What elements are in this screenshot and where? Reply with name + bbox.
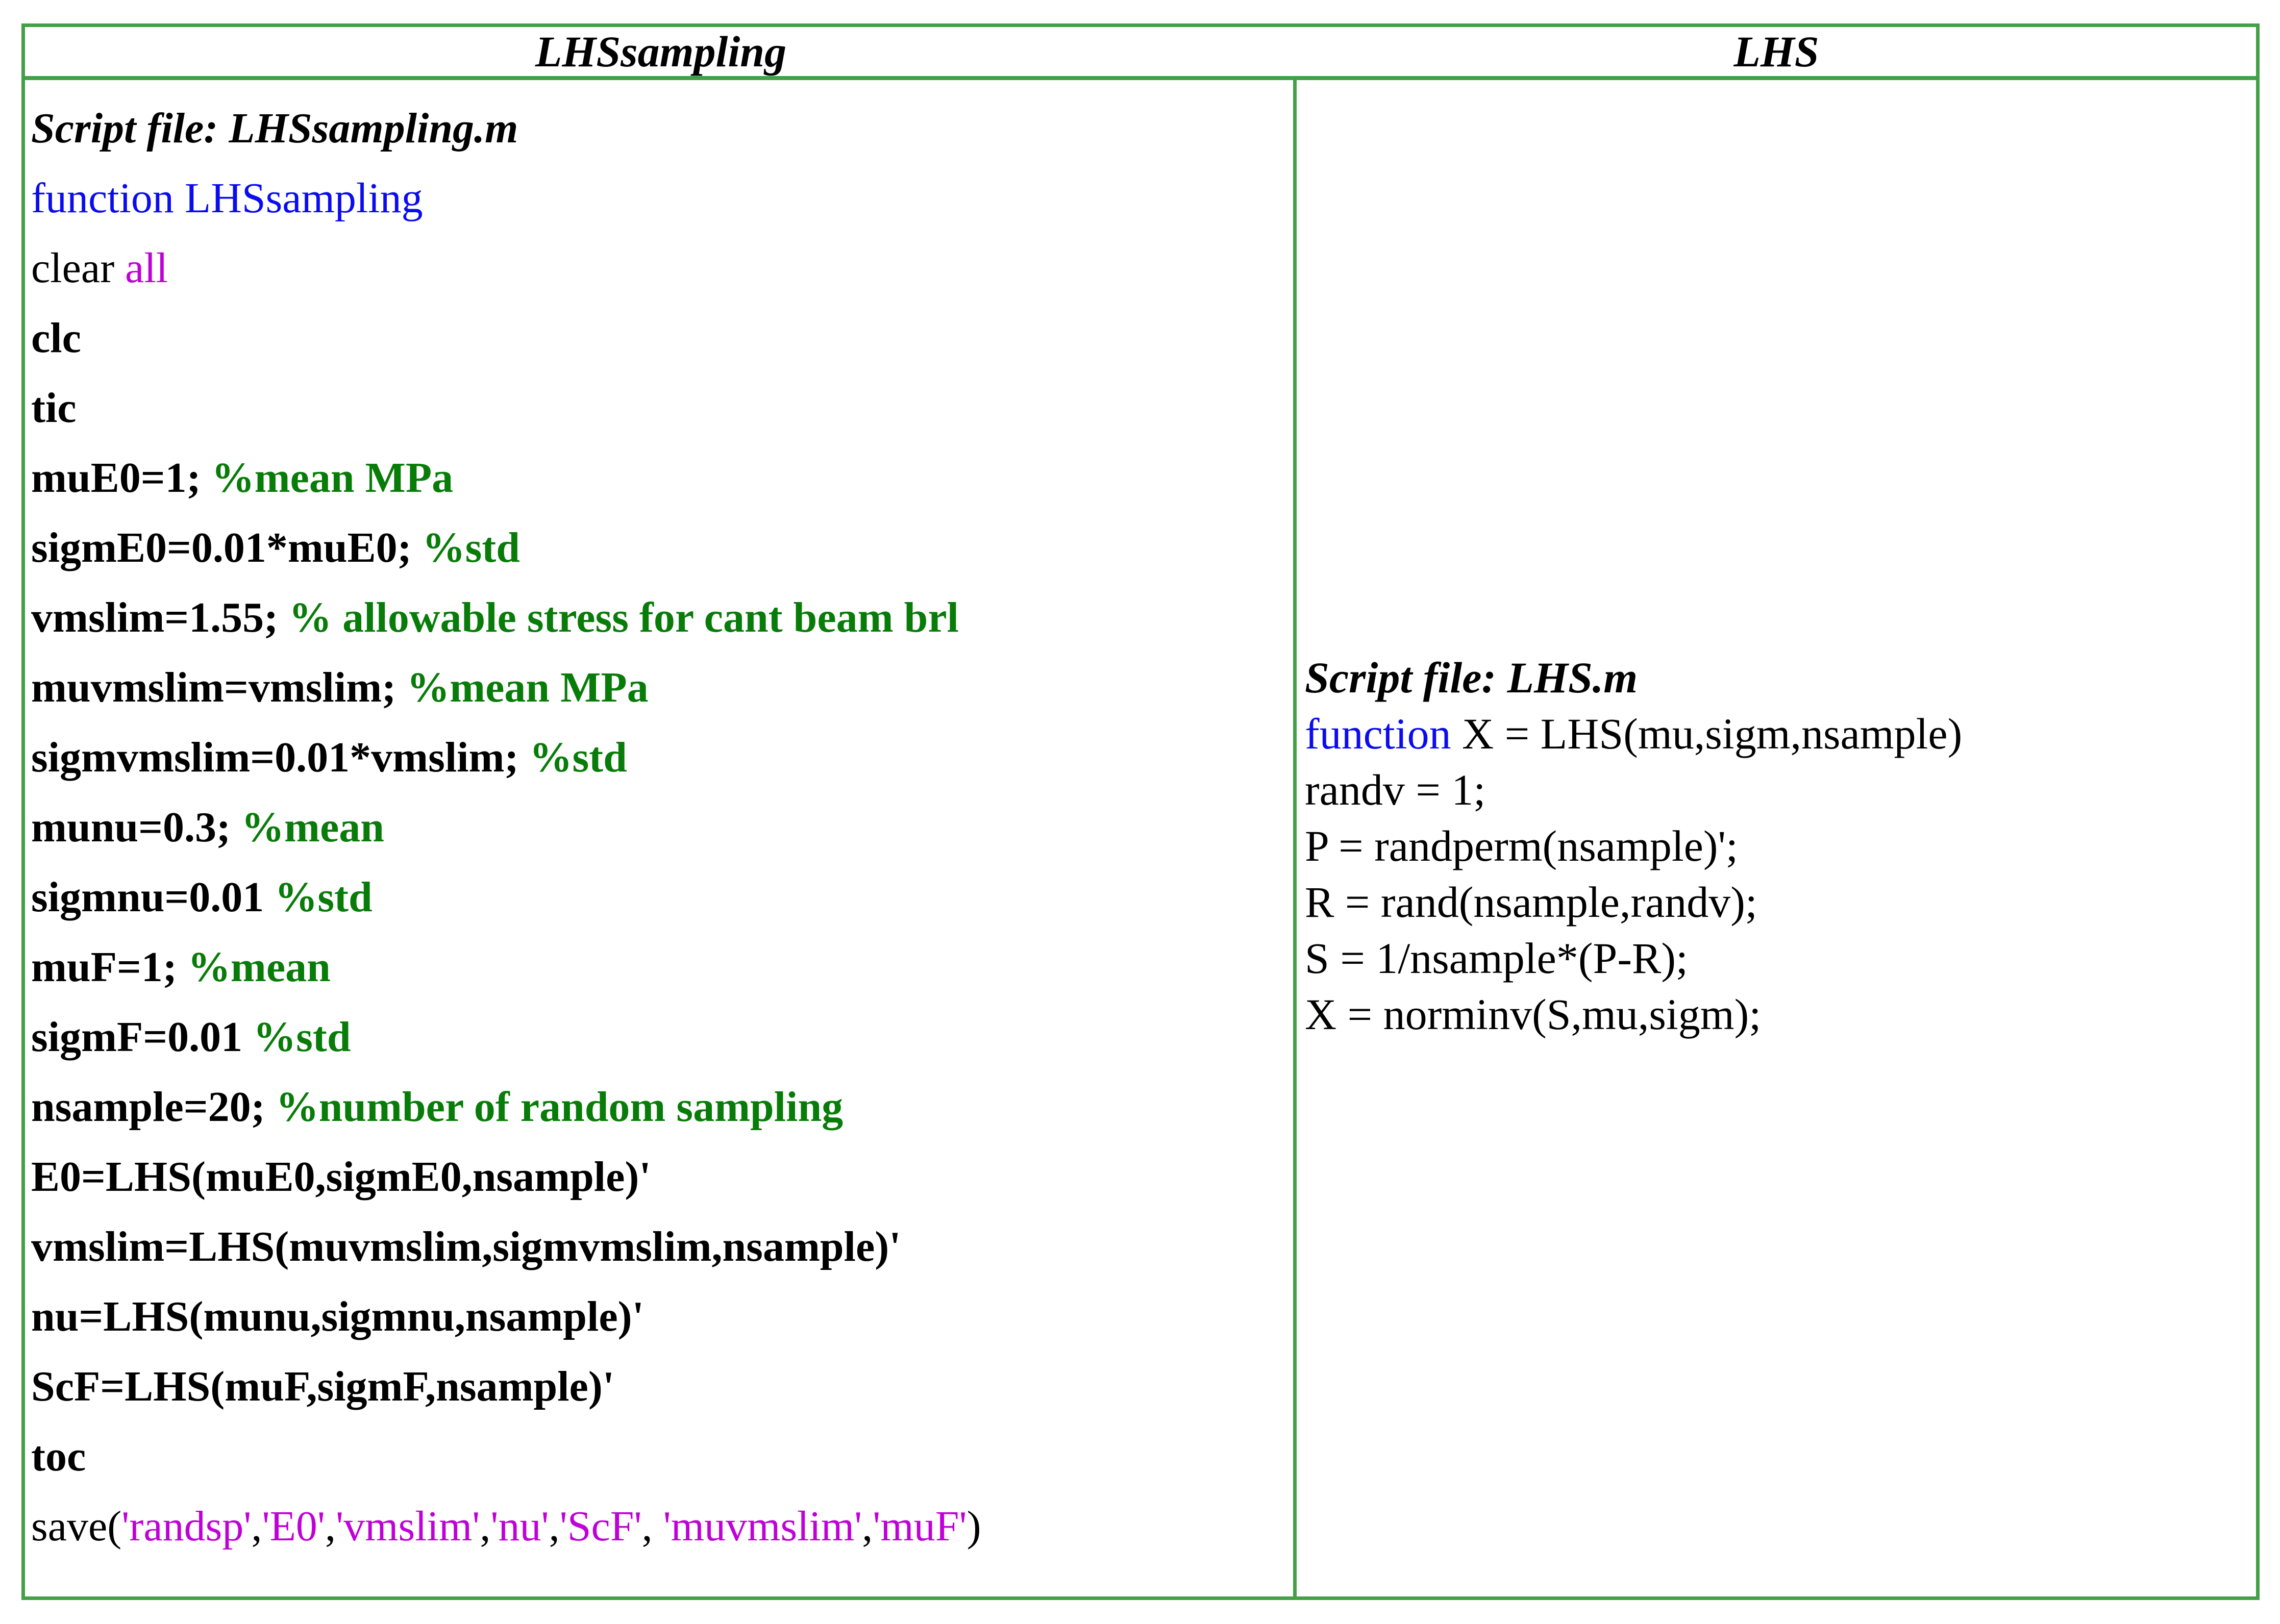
code-segment: tic (31, 384, 77, 432)
code-segment: , (862, 1503, 873, 1550)
code-segment: 'ScF' (559, 1503, 642, 1550)
code-line: ScF=LHS(muF,sigmF,nsample)' (31, 1352, 1293, 1421)
code-segment: 'vmslim' (336, 1503, 480, 1550)
code-line: sigmF=0.01 %std (31, 1002, 1293, 1072)
code-segment: E0=LHS(muE0,sigmE0,nsample)' (31, 1153, 651, 1201)
table-header-cell-lhs: LHS (1297, 27, 2256, 76)
code-segment: %std (253, 1013, 351, 1061)
code-comparison-table: LHSsampling LHS Script file: LHSsampling… (21, 23, 2260, 1600)
header-label-lhs: LHS (1733, 27, 1819, 76)
code-segment: function (1305, 709, 1463, 758)
code-line: save('randsp','E0','vmslim','nu','ScF', … (31, 1491, 1293, 1561)
code-segment: ) (966, 1503, 981, 1550)
code-segment: muvmslim=vmslim; (31, 664, 407, 711)
code-segment: sigmvmslim=0.01*vmslim; (31, 734, 530, 781)
code-segment: , (251, 1503, 262, 1550)
code-segment: clc (31, 314, 81, 362)
code-line: nsample=20; %number of random sampling (31, 1072, 1293, 1142)
code-segment: %mean (187, 943, 331, 991)
code-segment: 'muF' (873, 1503, 967, 1550)
code-segment: %number of random sampling (276, 1083, 844, 1131)
code-segment: function LHSsampling (31, 174, 423, 222)
code-line: vmslim=LHS(muvmslim,sigmvmslim,nsample)' (31, 1212, 1293, 1282)
code-line: function LHSsampling (31, 163, 1293, 233)
code-segment: Script file: LHS.m (1305, 653, 1638, 702)
code-segment: nsample=20; (31, 1083, 276, 1131)
code-line: P = randperm(nsample)'; (1305, 818, 2256, 874)
code-segment: muF=1; (31, 943, 188, 991)
code-segment: , (641, 1503, 663, 1550)
code-segment: %std (275, 873, 373, 921)
code-segment: sigmE0=0.01*muE0; (31, 524, 423, 571)
table-body-row: Script file: LHSsampling.m function LHSsa… (25, 80, 2256, 1596)
code-segment: save( (31, 1503, 122, 1550)
code-line: muF=1; %mean (31, 932, 1293, 1002)
code-line: clc (31, 303, 1293, 373)
code-line: R = rand(nsample,randv); (1305, 874, 2256, 930)
code-line: muE0=1; %mean MPa (31, 443, 1293, 513)
code-segment: %mean (241, 804, 384, 851)
code-line: tic (31, 373, 1293, 443)
code-segment: 'nu' (490, 1503, 549, 1550)
code-segment: %std (529, 734, 627, 781)
table-header-row: LHSsampling LHS (25, 27, 2256, 80)
code-line: S = 1/nsample*(P-R); (1305, 930, 2256, 986)
code-segment: %std (422, 524, 520, 571)
code-segment: clear (31, 244, 126, 292)
code-segment: all (125, 244, 168, 292)
code-segment: , (549, 1503, 560, 1550)
code-segment: muE0=1; (31, 454, 212, 502)
code-segment: vmslim=LHS(muvmslim,sigmvmslim,nsample)' (31, 1223, 901, 1270)
code-line: clear all (31, 233, 1293, 303)
code-segment: sigmnu=0.01 (31, 873, 275, 921)
code-line: Script file: LHS.m (1305, 649, 2256, 706)
code-segment: nu=LHS(munu,sigmnu,nsample)' (31, 1293, 644, 1340)
code-segment: %mean MPa (407, 664, 649, 711)
code-line: sigmnu=0.01 %std (31, 862, 1293, 932)
code-line: X = norminv(S,mu,sigm); (1305, 986, 2256, 1042)
code-segment: 'muvmslim' (663, 1503, 862, 1550)
code-line: sigmE0=0.01*muE0; %std (31, 513, 1293, 583)
code-segment: % allowable stress for cant beam brl (289, 594, 959, 641)
code-line: randv = 1; (1305, 762, 2256, 818)
code-segment: toc (31, 1433, 86, 1480)
code-line: toc (31, 1421, 1293, 1491)
code-segment: Script file: LHSsampling.m (31, 105, 518, 152)
code-cell-lhssampling: Script file: LHSsampling.m function LHSsa… (25, 80, 1297, 1596)
code-segment: munu=0.3; (31, 804, 241, 851)
code-line: muvmslim=vmslim; %mean MPa (31, 653, 1293, 722)
code-line: munu=0.3; %mean (31, 792, 1293, 862)
table-header-cell-lhssampling: LHSsampling (25, 27, 1297, 76)
code-segment: , (480, 1503, 491, 1550)
code-segment: 'E0' (262, 1503, 326, 1550)
code-segment: randv = 1; (1305, 765, 1486, 814)
code-line: vmslim=1.55; % allowable stress for cant… (31, 583, 1293, 653)
code-segment: P = randperm(nsample)'; (1305, 821, 1738, 870)
code-segment: 'randsp' (121, 1503, 252, 1550)
code-line: sigmvmslim=0.01*vmslim; %std (31, 722, 1293, 792)
code-segment: R = rand(nsample,randv); (1305, 878, 1757, 927)
code-segment: sigmF=0.01 (31, 1013, 254, 1061)
code-segment: X = norminv(S,mu,sigm); (1305, 990, 1762, 1039)
code-segment: S = 1/nsample*(P-R); (1305, 934, 1688, 983)
code-segment: , (325, 1503, 336, 1550)
code-segment: ScF=LHS(muF,sigmF,nsample)' (31, 1363, 615, 1410)
code-segment: X = LHS(mu,sigm,nsample) (1462, 709, 1963, 758)
code-segment: %mean MPa (211, 454, 454, 502)
code-line: nu=LHS(munu,sigmnu,nsample)' (31, 1282, 1293, 1352)
code-line: E0=LHS(muE0,sigmE0,nsample)' (31, 1142, 1293, 1212)
code-segment: vmslim=1.55; (31, 594, 289, 641)
code-line: Script file: LHSsampling.m (31, 93, 1293, 163)
header-label-lhssampling: LHSsampling (535, 27, 787, 76)
code-line: function X = LHS(mu,sigm,nsample) (1305, 706, 2256, 762)
